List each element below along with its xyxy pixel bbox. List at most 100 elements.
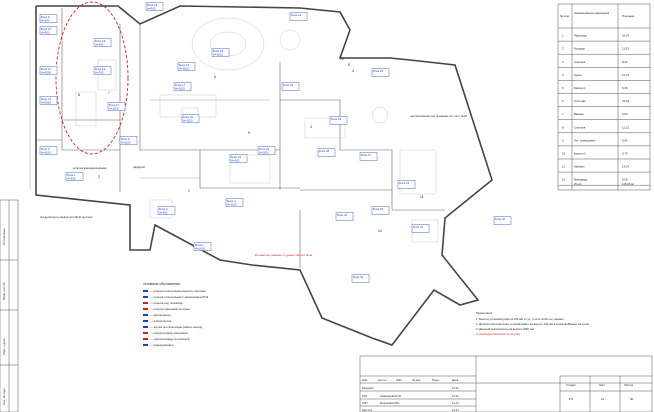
- svg-text:Разработ.: Разработ.: [362, 386, 375, 390]
- svg-text:Н=300: Н=300: [41, 31, 50, 35]
- block-label: Блок 1Н=300: [65, 172, 84, 181]
- block-label: Блок 18Н=1100: [211, 48, 230, 57]
- table-cell-name: Гостиная: [574, 99, 586, 103]
- svg-text:Блок 2: Блок 2: [195, 243, 204, 247]
- table-header-name: Наименование помещения: [574, 11, 610, 15]
- block-label: Блок 5Н=1100: [119, 136, 138, 145]
- legend-item: — видеодомофон: [143, 343, 174, 347]
- table-cell-area: 5,04: [622, 138, 628, 142]
- note-centralization: централизация под приёмник см. лист №18: [410, 114, 467, 118]
- table-cell-num: 11: [562, 165, 565, 169]
- table-cell-name: Спальня: [574, 125, 586, 129]
- svg-text:Блок 19: Блок 19: [147, 3, 158, 7]
- svg-text:Блок 22: Блок 22: [231, 155, 242, 159]
- svg-text:— выключатель: — выключатель: [150, 313, 171, 317]
- legend-item: — выключатель: [143, 313, 171, 317]
- svg-text:— розетка штепсельная скрытого: — розетка штепсельная скрытого монтажа: [150, 289, 206, 293]
- svg-text:Нач.отд.: Нач.отд.: [362, 408, 373, 412]
- svg-text:Семенцова Ю.Б.: Семенцова Ю.Б.: [380, 394, 402, 398]
- svg-text:Н=1100: Н=1100: [175, 87, 185, 91]
- block-label: Блок 4Н=300: [157, 206, 176, 215]
- legend-item: — электроподвод настенный: [143, 331, 188, 335]
- block-label: Блок 15Н=300: [93, 38, 112, 47]
- svg-text:Блок 6: Блок 6: [41, 147, 50, 151]
- svg-text:Н=1100: Н=1100: [195, 247, 205, 251]
- svg-text:Блок 3: Блок 3: [227, 199, 236, 203]
- notes-block: Примечания 1. Высота установки розеток 2…: [476, 311, 590, 336]
- svg-text:Н=750: Н=750: [95, 71, 104, 75]
- room-number: 5: [348, 63, 350, 67]
- block-label: Блок 32: [351, 274, 370, 283]
- block-label: Блок 24: [281, 82, 300, 91]
- room-number: 6: [214, 75, 216, 79]
- stamp-label-agreed: Согласовано: [2, 228, 6, 245]
- room-number: 4: [352, 69, 354, 73]
- svg-text:Кол.уч.: Кол.уч.: [378, 378, 387, 382]
- sheet-header: Лист: [599, 383, 606, 387]
- block-label: Блок 22Н=300: [229, 154, 248, 163]
- svg-text:Н=1100: Н=1100: [179, 67, 189, 71]
- room-number: 11: [420, 195, 424, 199]
- room-number: 12: [378, 229, 382, 233]
- svg-text:Блок 17: Блок 17: [175, 83, 186, 87]
- table-cell-name: Тех. помещение: [574, 138, 595, 142]
- svg-text:№ док.: № док.: [412, 378, 421, 382]
- room-number: 9: [248, 131, 250, 135]
- note-wardrobe: гардероб: [133, 165, 145, 169]
- svg-text:Блок 27: Блок 27: [361, 153, 372, 157]
- table-header-num: № пом.: [560, 14, 570, 18]
- svg-text:Блок 21: Блок 21: [291, 13, 302, 17]
- block-label: Блок 19Н=300: [145, 2, 164, 11]
- svg-text:Блок 14: Блок 14: [109, 103, 120, 107]
- block-label: Блок 31: [411, 224, 430, 233]
- svg-text:Н=1100: Н=1100: [109, 107, 119, 111]
- svg-text:Н=1100: Н=1100: [213, 53, 223, 57]
- legend-title: Условные обозначения:: [143, 282, 181, 286]
- svg-text:Н=300: Н=300: [41, 19, 50, 23]
- table-cell-area: 11,53: [622, 47, 629, 51]
- table-cell-num: 4: [562, 73, 564, 77]
- room-number: 3: [310, 125, 312, 129]
- table-total-value: 115,35 м²: [622, 182, 634, 186]
- block-label: Блок 10Н=300: [39, 26, 58, 35]
- note-router: предусмотреть вывод для Wi-Fi роутера: [40, 215, 93, 219]
- svg-text:— розетка под телевизор: — розетка под телевизор: [150, 301, 183, 305]
- table-cell-area: 5,61: [622, 112, 628, 116]
- svg-text:Н=300: Н=300: [231, 159, 240, 163]
- svg-text:Н=1100: Н=1100: [259, 151, 269, 155]
- notes-line: 2. Датчики протечки воды устанавливать н…: [476, 322, 590, 326]
- svg-text:Лист: Лист: [396, 378, 403, 382]
- table-cell-area: 18,33: [622, 34, 629, 38]
- svg-text:Блок 12: Блок 12: [41, 97, 52, 101]
- table-cell-num: 1: [562, 34, 564, 38]
- svg-text:Блок 11: Блок 11: [41, 67, 51, 71]
- svg-text:Блок 33: Блок 33: [373, 207, 384, 211]
- table-header-area: Площадь: [622, 14, 635, 18]
- note-height: все высоты указаны от уровня чистого пол…: [255, 253, 313, 257]
- svg-text:Блок 16: Блок 16: [179, 63, 190, 67]
- svg-text:Блок 5: Блок 5: [121, 137, 130, 141]
- room-number: 2: [98, 175, 100, 179]
- stage-value: РП: [569, 397, 573, 401]
- svg-text:Блок 15: Блок 15: [95, 39, 106, 43]
- svg-text:Н=1100: Н=1100: [121, 141, 131, 145]
- svg-text:— электроплита: — электроплита: [150, 319, 172, 323]
- block-label: Блок 29: [397, 180, 416, 189]
- block-label: Блок 3Н=1100: [225, 198, 244, 207]
- table-cell-area: 14,27: [622, 73, 629, 77]
- block-label: Блок 16Н=1100: [177, 62, 196, 71]
- block-label: Блок 30: [493, 216, 512, 225]
- sheets-header: Листов: [624, 383, 634, 387]
- block-label: Блок 21: [289, 12, 308, 21]
- table-cell-num: 9: [562, 138, 564, 142]
- legend-item: — электроподвод потолочный: [143, 337, 190, 341]
- svg-text:Блок 32: Блок 32: [353, 275, 364, 279]
- svg-text:Дата: Дата: [452, 378, 459, 382]
- block-label: Блок 17Н=1100: [173, 82, 192, 91]
- svg-text:Блок 10: Блок 10: [41, 27, 52, 31]
- svg-text:11.21: 11.21: [452, 401, 459, 405]
- svg-text:— розетка штепсельная с заземл: — розетка штепсельная с заземлением IP44: [150, 295, 209, 299]
- floor-plan: [29, 1, 493, 346]
